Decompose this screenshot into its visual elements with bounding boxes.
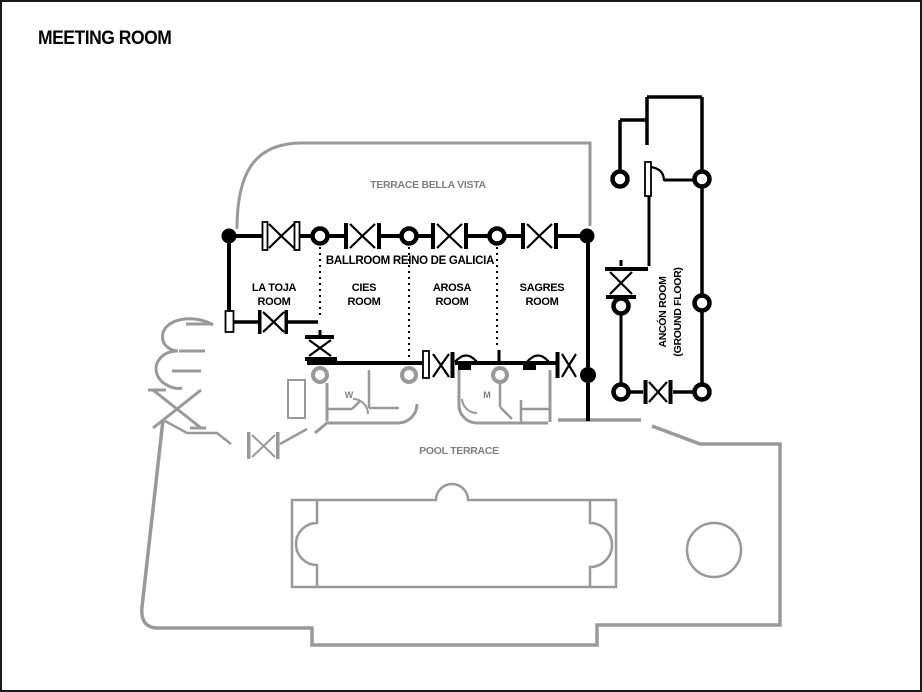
column-open-icon (610, 169, 630, 189)
double-door-icon (521, 223, 558, 249)
svg-text:ROOM: ROOM (347, 296, 380, 308)
svg-text:ANCÓN ROOM: ANCÓN ROOM (656, 276, 669, 348)
double-door-icon (431, 223, 468, 249)
svg-text:(GROUND FLOOR): (GROUND FLOOR) (672, 267, 684, 356)
double-door-icon (261, 221, 301, 251)
svg-text:LA TOJA: LA TOJA (252, 282, 297, 294)
column-open-icon (487, 226, 507, 246)
column-open-icon (692, 169, 712, 189)
ancon-room-walls (605, 95, 712, 404)
planter-rect (287, 379, 306, 419)
room-divider-dotted (319, 247, 498, 358)
pool-terrace-boundary (140, 379, 782, 647)
pool-terrace-label: POOL TERRACE (419, 445, 499, 457)
double-door-icon (630, 380, 693, 404)
column-open-gray-icon (400, 366, 418, 384)
room-label-sagres: SAGRES ROOM (520, 282, 565, 308)
restroom-men-label: M (483, 390, 491, 400)
corridor-door-icon (247, 432, 280, 459)
room-label-cies: CIES ROOM (347, 282, 380, 308)
page-title: MEETING ROOM (38, 28, 172, 49)
ballroom-label: BALLROOM REINO DE GALICIA (326, 255, 494, 267)
column-open-icon (692, 382, 712, 402)
ballroom-bottom-wall (307, 350, 577, 379)
spa-circle (685, 521, 743, 579)
svg-text:ROOM: ROOM (257, 296, 290, 308)
column-open-icon (692, 293, 712, 313)
svg-text:CIES: CIES (352, 282, 376, 294)
column-open-gray-icon (311, 366, 329, 384)
room-label-la-toja: LA TOJA ROOM (252, 282, 297, 308)
column-open-icon (611, 296, 631, 316)
column-solid-icon (221, 228, 237, 244)
svg-text:ROOM: ROOM (525, 296, 558, 308)
svg-text:ROOM: ROOM (435, 296, 468, 308)
column-open-icon (399, 226, 419, 246)
ancon-room-label: ANCÓN ROOM (GROUND FLOOR) (656, 267, 684, 356)
vestibule-door-icon (305, 330, 337, 361)
column-solid-icon (579, 228, 595, 244)
la-toja-left-wall (224, 243, 235, 333)
la-toja-bottom-wall (233, 310, 318, 334)
restroom-women-fixtures (314, 370, 419, 435)
ancon-passage-door-icon (605, 260, 648, 299)
terrace-label: TERRACE BELLA VISTA (370, 179, 486, 191)
column-open-gray-icon (491, 366, 509, 384)
single-door-icon (644, 161, 693, 197)
restroom-women-label: W (345, 390, 354, 400)
terrace-outline (235, 141, 592, 230)
restroom-men-fixtures (457, 370, 552, 425)
double-door-icon (344, 223, 381, 249)
room-label-arosa: AROSA ROOM (433, 282, 472, 308)
column-solid-icon (580, 367, 596, 383)
column-open-icon (611, 382, 631, 402)
svg-text:SAGRES: SAGRES (520, 282, 565, 294)
column-open-icon (310, 226, 330, 246)
garden-stairs-decoration (148, 317, 214, 430)
svg-text:AROSA: AROSA (433, 282, 472, 294)
swimming-pool (290, 482, 618, 589)
